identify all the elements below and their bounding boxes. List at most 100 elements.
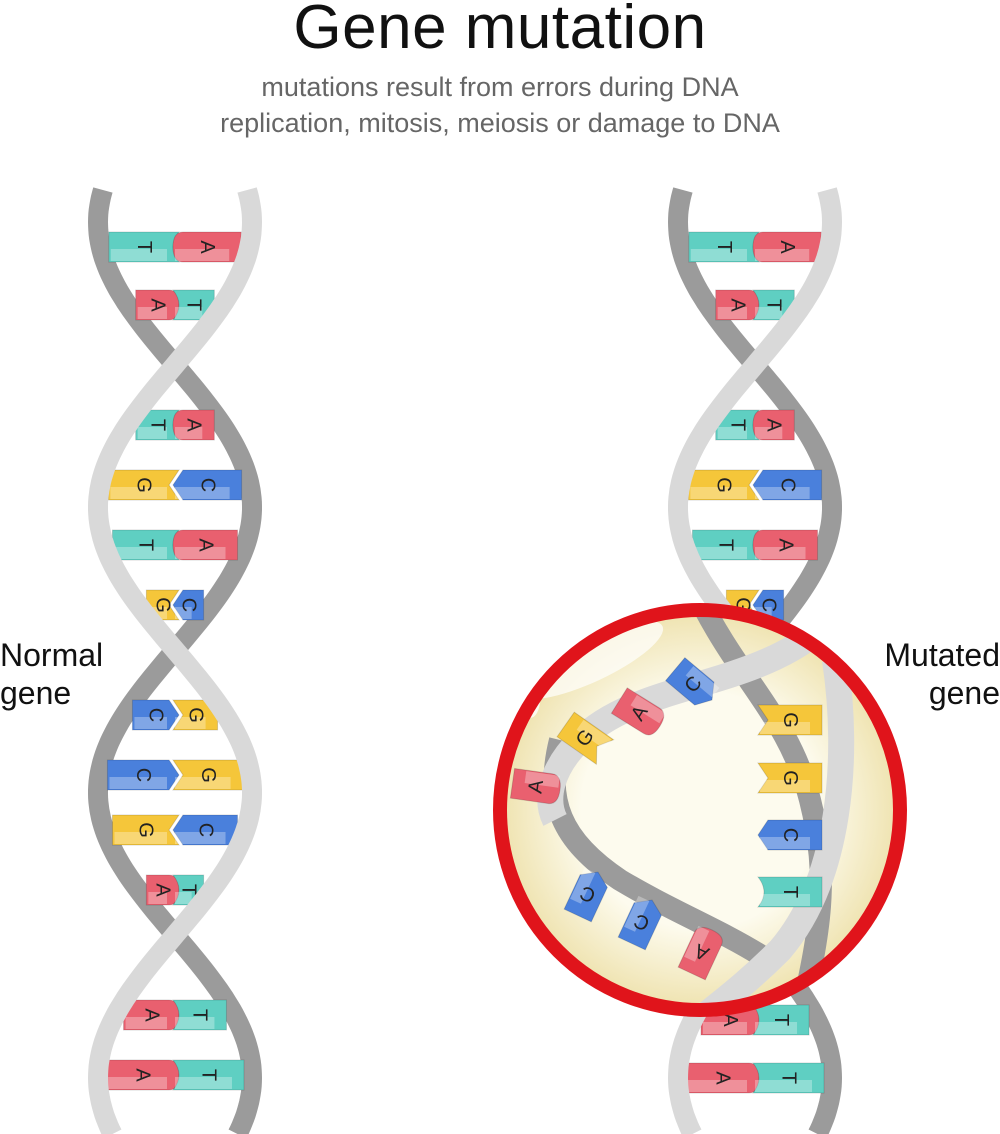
base-right-A: A — [172, 529, 239, 561]
nucleotide-shade — [114, 547, 167, 559]
nucleotide-letter: T — [715, 539, 737, 551]
broken-strand-base-A: A — [677, 925, 723, 981]
nucleotide-letter: A — [140, 1008, 162, 1022]
nucleotide-shape — [171, 1059, 245, 1091]
base-right-A: A — [752, 409, 795, 441]
nucleotide-letter: A — [719, 1013, 741, 1027]
base-right-T: T — [171, 999, 227, 1031]
nucleotide-letter: C — [194, 823, 216, 837]
nucleotide-letter: G — [135, 822, 157, 838]
nucleotide-shade — [760, 780, 810, 792]
nucleotide-shape — [172, 699, 219, 731]
nucleotide-shape — [172, 589, 205, 621]
nucleotide-shape — [172, 469, 243, 501]
base-left-A: A — [715, 289, 760, 321]
nucleotide-shape — [171, 289, 215, 321]
nucleotide-letter: T — [726, 419, 748, 431]
nucleotide-shade — [760, 722, 810, 734]
nucleotide-shade — [755, 249, 810, 261]
nucleotide-shade — [137, 427, 167, 439]
base-left-G: G — [107, 469, 180, 501]
base-right-A: A — [172, 231, 242, 263]
nucleotide-shape — [664, 656, 715, 706]
nucleotide-letter: T — [135, 539, 157, 551]
nucleotide-shape — [172, 231, 242, 263]
base-left-T: T — [688, 231, 761, 263]
nucleotide-letter: G — [133, 477, 155, 493]
base-left-A: A — [123, 999, 180, 1031]
nucleotide-shade — [717, 427, 747, 439]
nucleotide-letter: C — [779, 828, 801, 842]
mutated-label-line-1: Mutated — [884, 637, 1000, 673]
nucleotide-letter: T — [197, 1069, 219, 1081]
nucleotide-letter: A — [712, 1071, 734, 1085]
nucleotide-letter: G — [197, 767, 219, 783]
nucleotide-shape — [752, 231, 822, 263]
nucleotide-shade — [760, 837, 810, 849]
base-right-A: A — [752, 231, 822, 263]
base-right-C: C — [172, 589, 205, 621]
nucleotide-shade — [624, 895, 650, 932]
base-right-A: A — [172, 409, 215, 441]
nucleotide-shade — [109, 777, 167, 789]
nucleotide-letter: T — [177, 884, 199, 896]
base-left-G: G — [111, 814, 180, 846]
nucleotide-shape — [556, 711, 615, 766]
nucleotide-shade — [524, 771, 560, 788]
nucleotide-letter: T — [713, 241, 735, 253]
mutated-label-line-2: gene — [928, 675, 1000, 711]
nucleotide-shade — [108, 1077, 167, 1089]
magnifier-ring — [493, 603, 907, 1017]
nucleotide-shade — [755, 547, 806, 559]
nucleotide-shade — [175, 487, 230, 499]
nucleotide-shape — [509, 767, 561, 805]
nucleotide-shade — [148, 892, 167, 904]
base-left-T: T — [691, 529, 761, 561]
nucleotide-shade — [755, 487, 810, 499]
nucleotide-letter: T — [779, 886, 801, 898]
base-right-A: A — [752, 529, 819, 561]
nucleotide-shade — [175, 892, 192, 904]
nucleotide-shape — [131, 699, 180, 731]
nucleotide-letter: T — [146, 419, 168, 431]
broken-strand-base-G: G — [556, 711, 615, 766]
nucleotide-shape — [610, 687, 665, 736]
nucleotide-shade — [114, 832, 167, 844]
base-left-G: G — [687, 469, 760, 501]
nucleotide-shade — [690, 249, 747, 261]
nucleotide-letter: G — [152, 597, 174, 613]
nucleotide-letter: G — [184, 707, 206, 723]
nucleotide-shade — [175, 777, 231, 789]
broken-strand-base-C: C — [617, 895, 662, 951]
base-left-A: A — [685, 1062, 760, 1094]
subtitle-line-2: replication, mitosis, meiosis or damage … — [220, 108, 780, 138]
nucleotide-letter: C — [177, 598, 199, 612]
strand-right — [87, 187, 263, 1134]
nucleotide-shade — [684, 925, 710, 962]
nucleotide-shade — [175, 832, 226, 844]
nucleotide-shape — [752, 469, 823, 501]
base-right-C: C — [172, 814, 239, 846]
nucleotide-shade — [694, 547, 747, 559]
nucleotide-letter: A — [152, 883, 174, 897]
nucleotide-letter: G — [713, 477, 735, 493]
base-right-G: G — [172, 699, 219, 731]
base-right-T: T — [751, 289, 795, 321]
nucleotide-shade — [137, 307, 167, 319]
nucleotide-shade — [125, 1017, 167, 1029]
base-left-T: T — [715, 409, 761, 441]
nucleotide-shade — [134, 717, 167, 729]
base-right-G: G — [172, 759, 244, 791]
normal-label-line-2: gene — [0, 675, 72, 711]
nucleotide-shape — [111, 814, 180, 846]
